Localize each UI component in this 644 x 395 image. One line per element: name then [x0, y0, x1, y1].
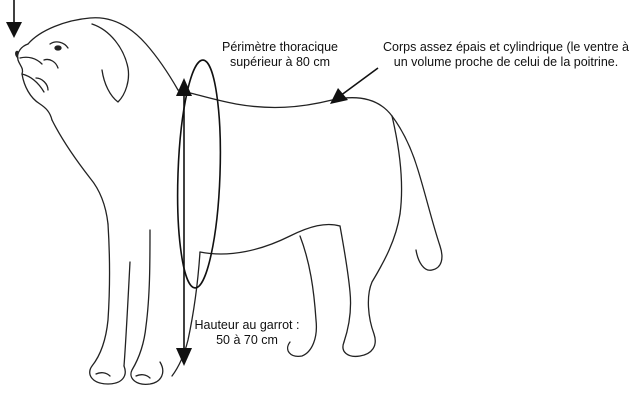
body-label-line1: Corps assez épais et cylindrique (le ven…	[368, 40, 644, 55]
height-label-line1: Hauteur au garrot :	[188, 318, 306, 333]
withers-height-label: Hauteur au garrot : 50 à 70 cm	[188, 318, 306, 348]
chest-label-line2: supérieur à 80 cm	[205, 55, 355, 70]
body-pointer-arrow	[330, 68, 378, 104]
body-label-line2: un volume proche de celui de la poitrine…	[368, 55, 644, 70]
chest-circumference-label: Périmètre thoracique supérieur à 80 cm	[205, 40, 355, 70]
head-pointer-arrow	[6, 0, 22, 38]
chest-label-line1: Périmètre thoracique	[205, 40, 355, 55]
height-label-line2: 50 à 70 cm	[188, 333, 306, 348]
body-shape-label: Corps assez épais et cylindrique (le ven…	[368, 40, 644, 70]
